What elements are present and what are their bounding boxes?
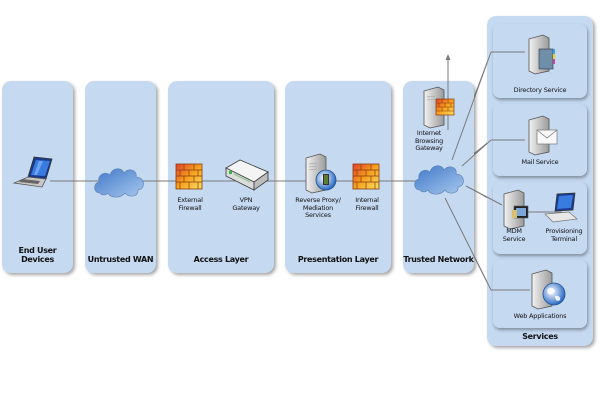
- reverse-proxy-label: Reverse Proxy/ Mediation Services: [295, 196, 341, 219]
- service-label: Mail Service: [521, 158, 559, 166]
- internal-firewall-label: Internal Firewall: [355, 196, 379, 212]
- zone-label: Services: [522, 332, 558, 341]
- provisioning-terminal-icon: [544, 192, 578, 223]
- internet-browsing-gateway-label: Internet Browsing Gateway: [414, 129, 444, 152]
- zone-label: Presentation Layer: [297, 255, 379, 264]
- firewall-icon-internal: [352, 163, 380, 190]
- external-firewall-label: External Firewall: [177, 196, 203, 212]
- zone-label: End User Devices: [18, 246, 57, 264]
- internet-arrow-head: [445, 54, 451, 60]
- vpn-gateway-label: VPN Gateway: [232, 196, 260, 212]
- cloud-icon-untrusted-wan: [94, 168, 144, 198]
- zone-label: Untrusted WAN: [87, 255, 154, 264]
- zone-label: Access Layer: [193, 255, 249, 264]
- zone-label: Trusted Network: [403, 255, 474, 264]
- reverse-proxy-server-icon: [305, 153, 337, 194]
- mdm-service-icon: [503, 189, 529, 230]
- web-applications-icon: [531, 269, 566, 310]
- laptop-icon: [12, 156, 53, 188]
- provisioning-terminal-label: Provisioning Terminal: [545, 227, 583, 243]
- internet-browsing-gateway-icon: [423, 86, 455, 129]
- service-label: Web Applications: [513, 312, 567, 320]
- vpn-gateway-icon: [225, 159, 269, 191]
- firewall-icon-external: [175, 163, 203, 190]
- directory-service-icon: [528, 34, 555, 75]
- mdm-service-label: MDM Service: [502, 227, 526, 243]
- cloud-icon-trusted-network: [414, 165, 464, 195]
- service-label: Directory Service: [513, 86, 567, 94]
- mail-service-icon: [528, 115, 558, 156]
